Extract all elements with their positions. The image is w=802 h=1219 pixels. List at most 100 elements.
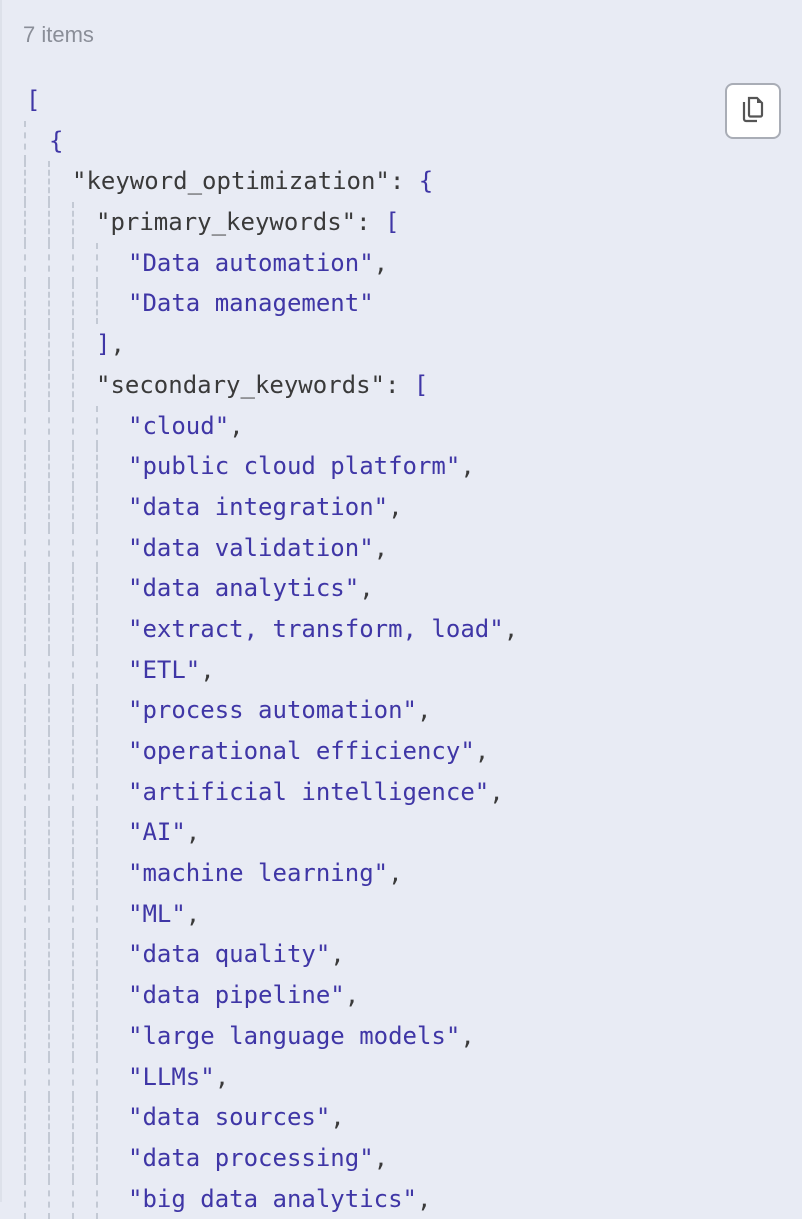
indent-guide	[48, 405, 50, 447]
json-punct: {	[49, 126, 64, 155]
indent-guide	[72, 771, 74, 813]
json-comma: ,	[373, 1143, 389, 1172]
json-comma: ,	[373, 533, 389, 562]
json-str: "AI"	[128, 818, 186, 847]
json-line-text: "data quality",	[128, 934, 345, 975]
indent-guide	[48, 324, 50, 365]
json-line-text: "AI",	[128, 812, 200, 853]
json-line-text: "LLMs",	[128, 1057, 229, 1098]
indent-guide	[72, 1178, 74, 1219]
json-comma: ,	[388, 859, 403, 888]
json-comma: ,	[474, 737, 490, 765]
indent-guide	[96, 690, 98, 731]
indent-guide	[24, 893, 26, 935]
json-str: "process automation"	[128, 696, 417, 725]
json-str: "operational efficiency"	[128, 737, 475, 765]
indent-guide	[24, 812, 26, 854]
indent-guide	[96, 812, 98, 854]
json-str: "extract, transform, load"	[128, 614, 504, 643]
indent-guide	[24, 202, 26, 243]
json-line: "ETL",	[2, 649, 802, 691]
json-line-text: "operational efficiency",	[128, 731, 489, 772]
indent-guide	[24, 1097, 26, 1138]
json-line-text: "keyword_optimization": {	[72, 161, 433, 202]
json-line-text: "big data analytics",	[128, 1179, 431, 1219]
json-line-text: "large language models",	[128, 1016, 475, 1057]
indent-guide	[24, 649, 26, 691]
json-comma: ,	[330, 940, 345, 969]
json-str: "data validation"	[128, 533, 374, 562]
indent-guide	[48, 975, 50, 1016]
indent-guide	[24, 975, 26, 1016]
indent-guide	[48, 364, 50, 406]
indent-guide	[72, 853, 74, 894]
indent-guide	[96, 1178, 98, 1219]
json-punct: [	[26, 86, 41, 114]
json-line-text: "primary_keywords": [	[96, 202, 399, 243]
indent-guide	[48, 202, 50, 243]
json-line: "operational efficiency",	[2, 731, 802, 772]
json-line-text: "Data automation",	[128, 243, 388, 284]
indent-guide	[72, 364, 74, 406]
indent-guide	[48, 527, 50, 569]
indent-guide	[24, 446, 26, 487]
json-line: "data sources",	[2, 1097, 802, 1138]
indent-guide	[96, 1015, 98, 1057]
indent-guide	[24, 608, 26, 650]
indent-guide	[48, 934, 50, 976]
json-line: ],	[2, 324, 802, 365]
json-line-text: "data integration",	[128, 487, 403, 528]
indent-guide	[48, 731, 50, 772]
indent-guide	[72, 283, 74, 325]
indent-guide	[48, 812, 50, 854]
indent-guide	[48, 1097, 50, 1138]
json-line: "Data management"	[2, 283, 802, 325]
json-comma: ,	[489, 777, 504, 806]
indent-guide	[72, 1056, 74, 1098]
indent-guide	[48, 283, 50, 325]
indent-guide	[96, 1056, 98, 1098]
json-str: "data processing"	[128, 1143, 374, 1172]
indent-guide	[24, 242, 26, 284]
indent-guide	[24, 364, 26, 406]
json-line: "AI",	[2, 812, 802, 854]
json-comma: ,	[110, 330, 125, 359]
indent-guide	[72, 405, 74, 447]
json-str: "data quality"	[128, 940, 331, 969]
json-punct: {	[418, 167, 434, 196]
indent-guide	[72, 934, 74, 976]
indent-guide	[48, 608, 50, 650]
indent-guide	[48, 1015, 50, 1057]
json-line: "cloud",	[2, 405, 802, 447]
json-str: "Data automation"	[128, 248, 374, 277]
indent-guide	[96, 568, 98, 609]
json-line-text: "ML",	[128, 894, 200, 935]
json-str: "machine learning"	[128, 859, 389, 888]
copy-button[interactable]	[725, 83, 781, 139]
json-comma: ,	[503, 614, 519, 643]
json-punct: [	[413, 370, 429, 399]
json-line-text: "machine learning",	[128, 853, 403, 894]
json-line: "Data automation",	[2, 242, 802, 284]
indent-guide	[96, 446, 98, 487]
json-line-text: "extract, transform, load",	[128, 609, 518, 650]
indent-guide	[72, 1137, 74, 1179]
json-line: "LLMs",	[2, 1056, 802, 1098]
json-key: "primary_keywords":	[96, 208, 385, 237]
indent-guide	[96, 975, 98, 1016]
json-str: "public cloud platform"	[128, 452, 461, 481]
json-str: "LLMs"	[128, 1062, 215, 1091]
json-line-text: "data processing",	[128, 1138, 388, 1179]
indent-guide	[72, 975, 74, 1016]
json-line-text: "ETL",	[128, 650, 215, 691]
indent-guide	[48, 690, 50, 731]
json-comma: ,	[416, 696, 432, 725]
indent-guide	[24, 568, 26, 609]
json-str: "Data management"	[128, 289, 374, 318]
json-comma: ,	[460, 1021, 475, 1050]
indent-guide	[72, 893, 74, 935]
json-line-text: ],	[96, 324, 125, 365]
json-line-text: "data pipeline",	[128, 975, 359, 1016]
json-comma: ,	[344, 981, 360, 1010]
indent-guide	[48, 568, 50, 609]
